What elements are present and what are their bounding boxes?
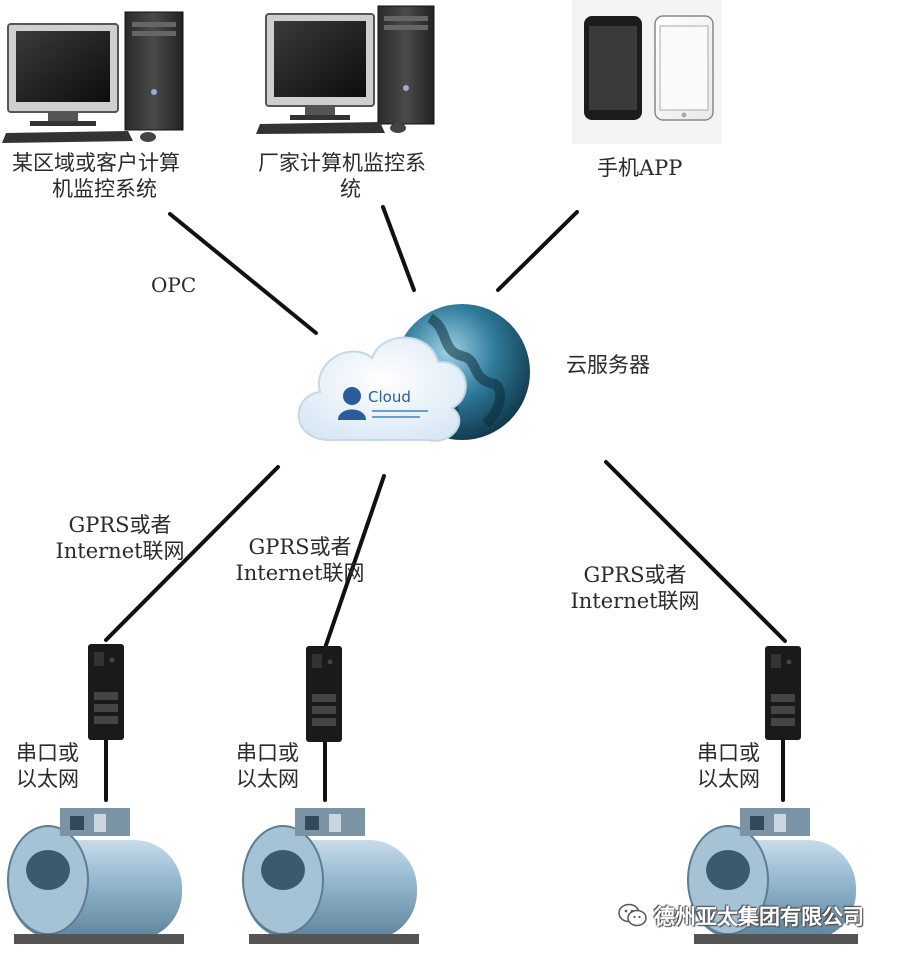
network-label-left: GPRS或者 Internet联网 [55, 513, 185, 563]
network-label-mid: GPRS或者 Internet联网 [235, 535, 365, 585]
mobile-phones-icon [572, 0, 722, 144]
watermark-text: 德州亚太集团有限公司 [654, 905, 864, 929]
cloud-to-mid-line [323, 474, 386, 650]
vendor-computer-label: 厂家计算机监控系 统 [258, 151, 426, 201]
boiler-mid-icon [242, 808, 419, 944]
cloud-to-left-line [104, 465, 280, 642]
mobile-app-label: 手机APP [597, 156, 683, 180]
serial-label-left: 串口或 以太网 [16, 741, 79, 791]
cloud-logo-text: Cloud [368, 388, 411, 406]
serial-label-right: 串口或 以太网 [697, 741, 760, 791]
vendor-link-line [381, 205, 416, 292]
gateway-device-mid-icon [306, 646, 342, 742]
client-computer-label: 某区域或客户计算 机监控系统 [12, 151, 180, 201]
vendor-computer-icon [256, 5, 435, 134]
gateway-device-left-icon [88, 644, 124, 740]
serial-label-mid: 串口或 以太网 [236, 741, 299, 791]
opc-link-line [168, 212, 318, 335]
boiler-right-icon [687, 808, 858, 944]
cloud-server-icon: Cloud [297, 304, 530, 442]
connection-lines [104, 205, 787, 802]
opc-label: OPC [151, 273, 197, 297]
cloud-to-right-line [604, 460, 787, 643]
cloud-server-label: 云服务器 [566, 353, 650, 377]
watermark: 德州亚太集团有限公司 [612, 898, 882, 934]
client-computer-icon [2, 11, 184, 143]
boiler-left-icon [7, 808, 184, 944]
wechat-icon [618, 903, 647, 927]
network-label-right: GPRS或者 Internet联网 [570, 563, 700, 613]
gateway-device-right-icon [765, 646, 801, 740]
app-link-line [496, 210, 579, 292]
